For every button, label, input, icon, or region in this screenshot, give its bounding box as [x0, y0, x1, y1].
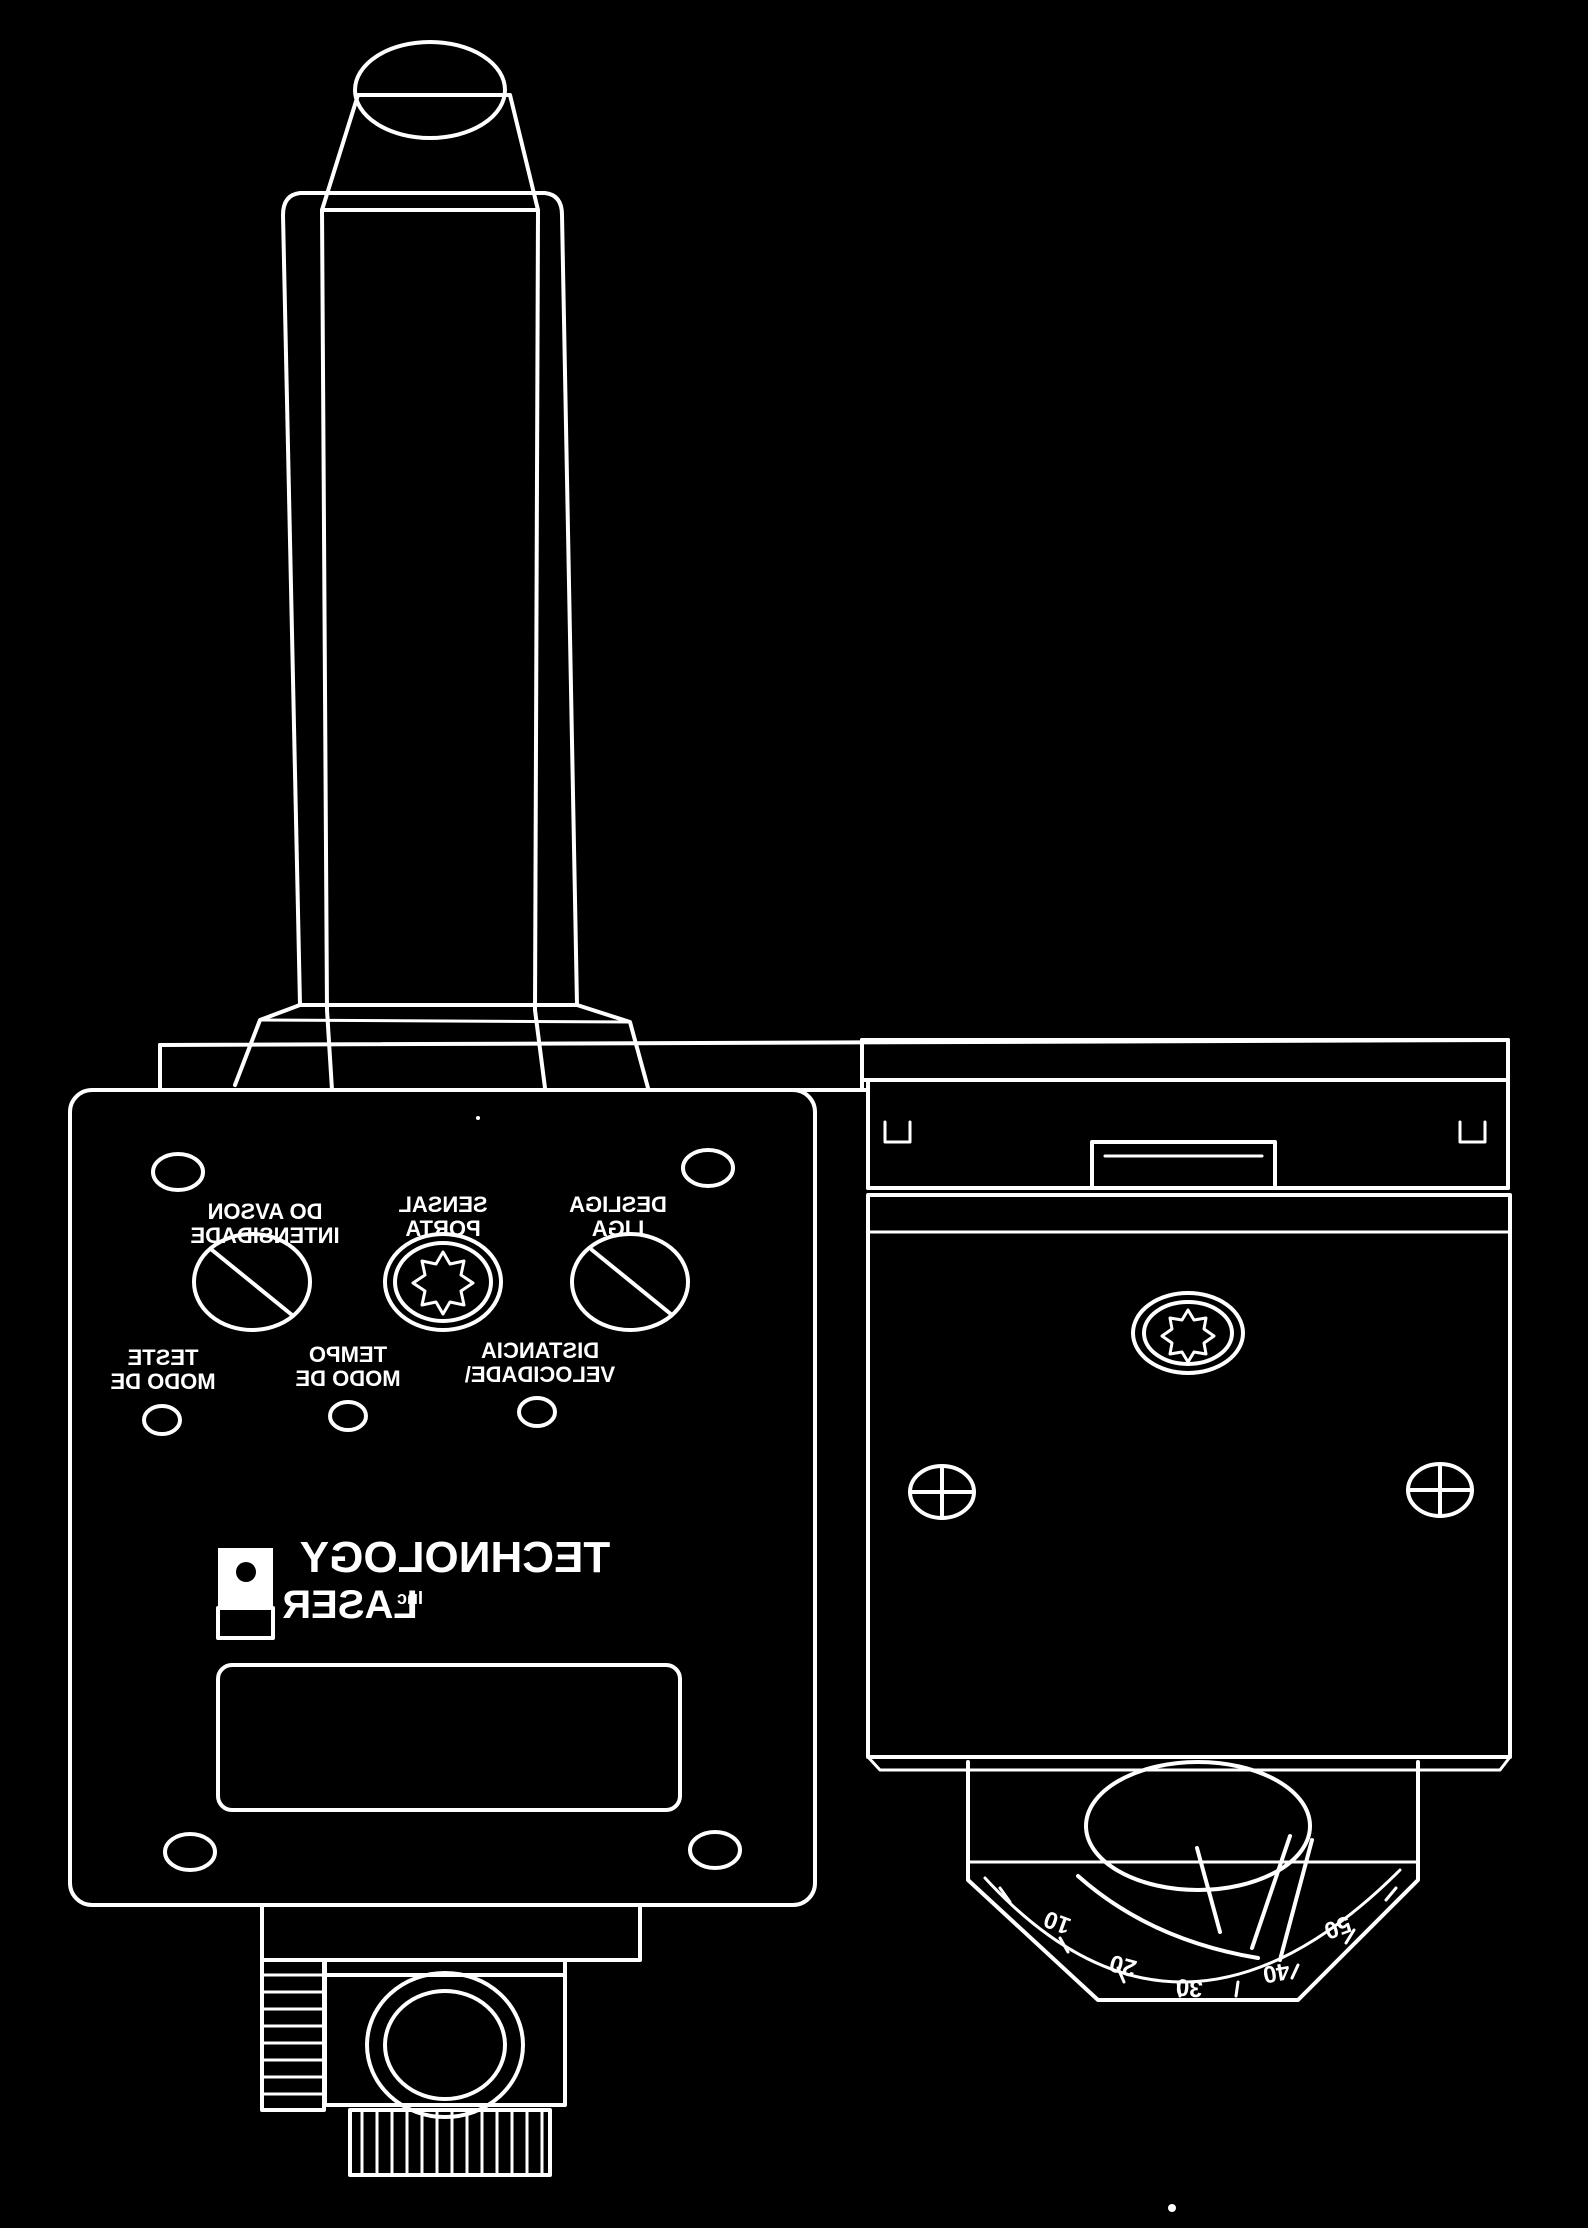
- screw-icon: [688, 1830, 742, 1870]
- laser-tube: [233, 40, 650, 1092]
- gate-knob[interactable]: [383, 1232, 503, 1332]
- gate-label-line1: SENSAL: [398, 1192, 487, 1217]
- crosshair-screw-right-icon: [1406, 1462, 1474, 1518]
- dial-tick-label: 20: [1107, 1949, 1140, 1982]
- logo-line1: TECHNOLOGY: [300, 1533, 610, 1582]
- speck: [476, 1116, 480, 1120]
- mounting-rail: [158, 1038, 1510, 1092]
- control-panel: DO AVSON INTENSIDADE SENSAL PORTA DESLIG…: [68, 1088, 817, 1907]
- thumbwheel-knurl[interactable]: [260, 1973, 326, 2096]
- intensity-knob[interactable]: [192, 1232, 312, 1332]
- eyepiece-assembly: [260, 1903, 642, 2177]
- power-knob[interactable]: [570, 1232, 690, 1332]
- tube-tip: [353, 40, 507, 140]
- display-window: [216, 1663, 682, 1812]
- screw-icon: [163, 1832, 217, 1872]
- speed-distance-label-line2: VELOCIDADE\: [465, 1362, 615, 1387]
- test-mode-button[interactable]: [142, 1404, 182, 1436]
- dial-pointer: [1195, 1846, 1222, 1934]
- speck: [1168, 2204, 1176, 2212]
- speed-distance-button[interactable]: [517, 1396, 557, 1428]
- time-mode-button[interactable]: [328, 1400, 368, 1432]
- adjust-knob[interactable]: [1131, 1291, 1245, 1375]
- time-mode-label-line2: MODO DE: [295, 1366, 400, 1391]
- power-label-line1: DESLIGA: [569, 1192, 667, 1217]
- logo-line2: LASER: [282, 1583, 418, 1627]
- logo-suffix: Inc: [397, 1588, 423, 1608]
- eyepiece-lens: [365, 1971, 525, 2119]
- screw-icon: [151, 1152, 205, 1192]
- test-mode-label-line1: TESTE: [128, 1345, 199, 1370]
- angle-dial-knob[interactable]: [1084, 1760, 1312, 1892]
- dial-tick-label: 40: [1261, 1957, 1292, 1988]
- dial-ticks: [998, 1886, 1398, 1998]
- right-module: [860, 1038, 1512, 2002]
- dial-tick-label: 30: [1175, 1973, 1204, 2002]
- power-label-line2: LIGA: [592, 1216, 645, 1241]
- screw-icon: [681, 1148, 735, 1188]
- speed-distance-label-line1: DISTANCIA: [481, 1338, 599, 1363]
- intensity-label-line1: DO AVSON: [208, 1199, 323, 1224]
- test-mode-label-line2: MODO DE: [110, 1369, 215, 1394]
- company-logo: TECHNOLOGY LASER Inc: [216, 1533, 610, 1640]
- focus-ring[interactable]: [348, 2108, 552, 2177]
- time-mode-label-line1: TEMPO: [309, 1342, 387, 1367]
- crosshair-screw-left-icon: [908, 1464, 976, 1520]
